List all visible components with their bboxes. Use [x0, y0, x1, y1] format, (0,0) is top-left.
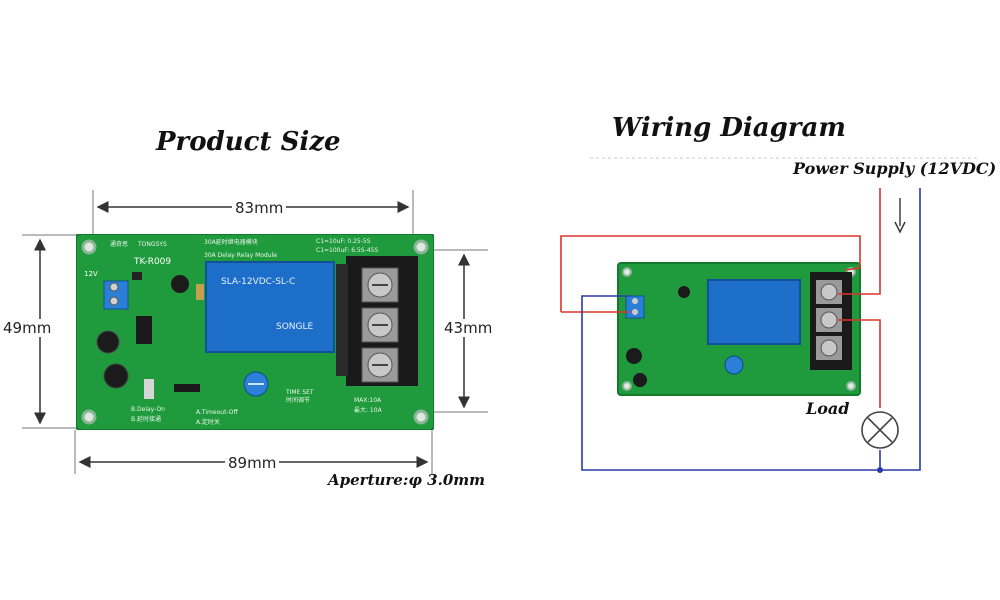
board-brand: TONGSYS — [137, 241, 167, 248]
relay — [205, 261, 335, 353]
wire-blue-ground — [581, 188, 921, 471]
relay-model: SLA-12VDC-SL-C — [221, 277, 295, 287]
board-spec2: C1=100uF: 6.5S-45S — [316, 247, 378, 254]
board-model: TK-R009 — [133, 257, 171, 267]
dim-height-right: 43mm — [441, 319, 496, 337]
dim-height-left: 49mm — [0, 319, 55, 337]
board-name-en: 30A Delay Relay Module — [204, 252, 277, 259]
mode-b-cn: B.延时接通 — [131, 415, 161, 423]
max-current-cn: 最大: 10A — [354, 406, 383, 414]
dim-width-bottom: 89mm — [225, 454, 280, 472]
max-current: MAX:10A — [354, 397, 382, 404]
mounting-holes — [81, 239, 429, 425]
relay-board-large: 通奇思 TONGSYS TK-R009 30A延时继电器模块 30A Delay… — [76, 234, 434, 430]
wiring-diagram-title: Wiring Diagram — [612, 113, 846, 143]
time-set-cn: 时间调节 — [286, 396, 310, 404]
board-maker: 通奇思 — [110, 240, 128, 248]
terminal-block — [336, 256, 418, 386]
relay-small — [707, 279, 801, 345]
mode-b: B.Delay-On — [131, 406, 165, 413]
aperture-label: Aperture:φ 3.0mm — [328, 471, 486, 489]
product-size-title: Product Size — [156, 127, 341, 157]
load-lamp-icon — [861, 411, 899, 449]
wire-red-supply — [560, 235, 861, 312]
wire-red-power — [838, 188, 881, 295]
mode-a-cn: A.定时关 — [196, 418, 220, 426]
relay-brand: SONGLE — [276, 322, 314, 332]
board-name-cn: 30A延时继电器模块 — [204, 238, 258, 246]
mode-a: A.Timeout-Off — [196, 409, 238, 416]
wire-red-load — [838, 319, 881, 408]
load-label: Load — [806, 399, 850, 418]
dim-width-top: 83mm — [232, 199, 287, 217]
board-spec1: C1=10uF: 0.25-5S — [316, 238, 371, 245]
time-set-label: TIME SET — [285, 389, 314, 396]
input-label: 12V — [84, 270, 98, 278]
power-supply-label: Power Supply (12VDC) — [793, 159, 997, 178]
input-terminal-small — [625, 295, 645, 319]
terminal-block-small — [810, 272, 852, 370]
